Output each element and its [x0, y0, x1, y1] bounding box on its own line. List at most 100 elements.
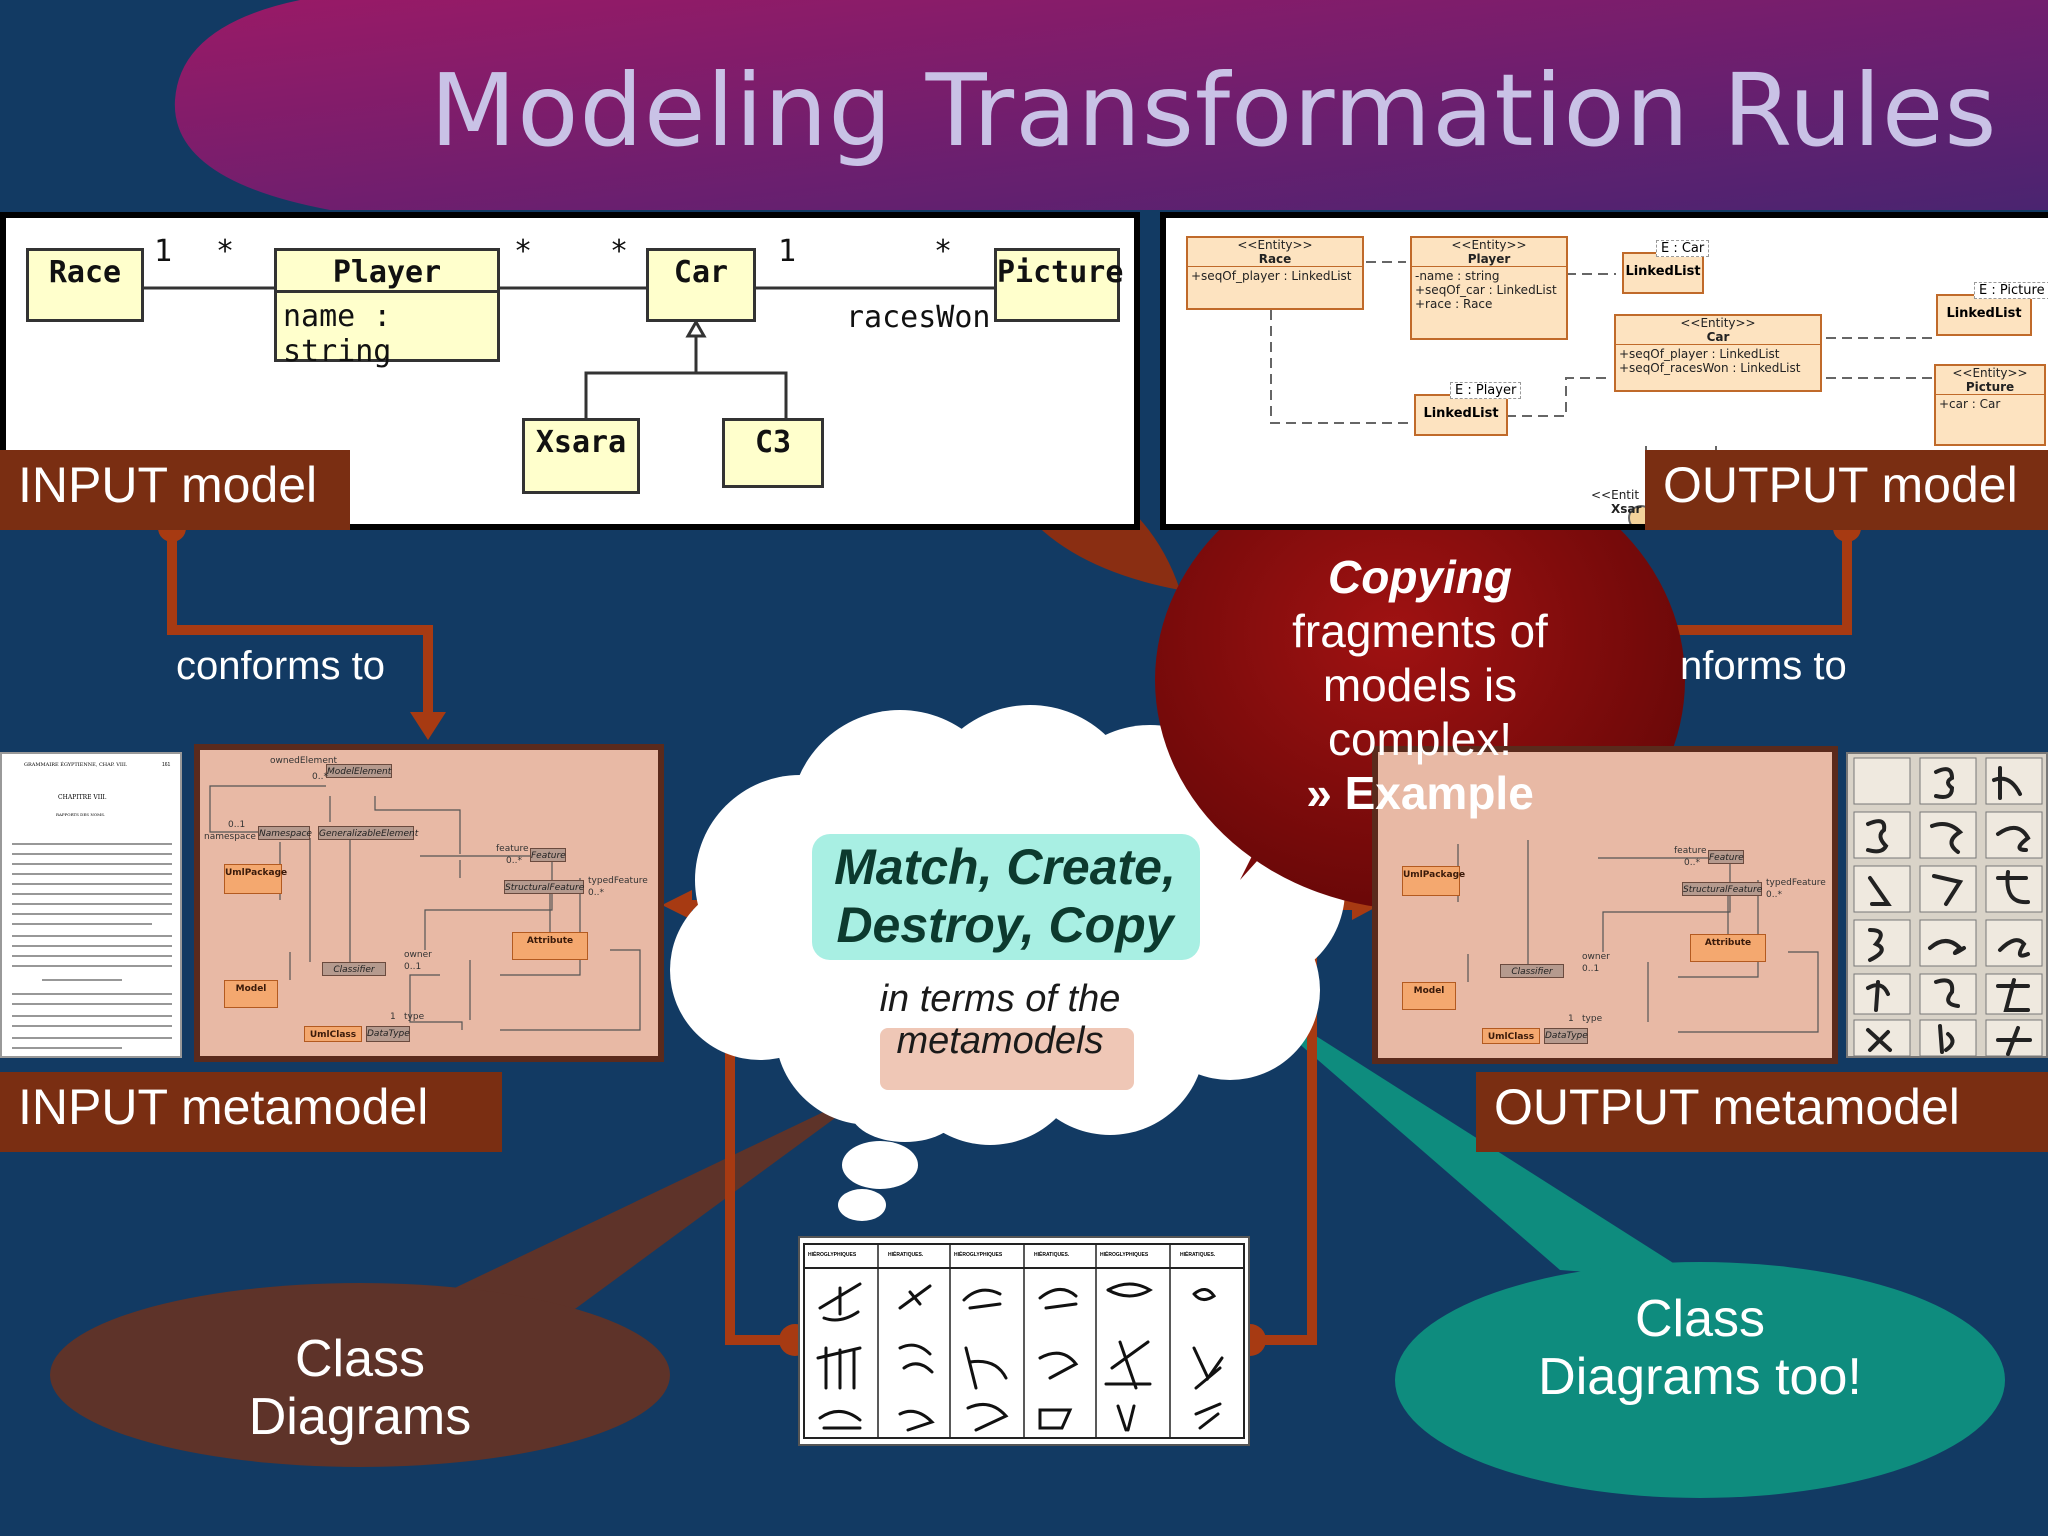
- mm-out-feature-mult: 0..*: [1684, 858, 1700, 868]
- cloud-main-text: Match, Create, Destroy, Copy: [800, 838, 1210, 954]
- cloud-main-line2: Destroy, Copy: [836, 897, 1174, 953]
- mm-type-mult: 1: [390, 1012, 396, 1022]
- grammar-page-number: 161: [162, 762, 171, 768]
- speech-bubble-text: Copying fragments of models is complex! …: [1190, 550, 1650, 820]
- mm-out-typed-feature: typedFeature: [1766, 878, 1826, 888]
- mm-typed-feature: typedFeature: [588, 876, 648, 886]
- speech-example-link[interactable]: » Example: [1306, 767, 1534, 819]
- speech-line-models: models is: [1322, 659, 1518, 711]
- mm-type-role: type: [404, 1012, 425, 1022]
- right-callout-line2: Diagrams too!: [1538, 1348, 1862, 1406]
- class-diagrams-callout: Class Diagrams: [160, 1330, 560, 1446]
- mm-out-classifier: Classifier: [1500, 964, 1564, 978]
- output-model-tag: OUTPUT model: [1645, 450, 2048, 530]
- car-class: Car: [646, 248, 756, 322]
- input-metamodel-lines: [209, 785, 641, 1031]
- cloud-sub-line1: in terms of the: [879, 978, 1121, 1020]
- hieroglyph-header-3: HIÉROGLYPHIQUES: [954, 1252, 1003, 1258]
- cloud-sub-text: in terms of the metamodels: [840, 978, 1160, 1062]
- mm-data-type: DataType: [366, 1026, 410, 1042]
- hieroglyph-header-6: HIÉRATIQUES.: [1180, 1252, 1216, 1258]
- output-metamodel-panel: Feature feature 0..* UmlPackage Structur…: [1372, 746, 1838, 1064]
- speech-line-complex: complex!: [1327, 713, 1513, 765]
- mm-out-owner: owner: [1582, 952, 1610, 962]
- mm-structural-feature: StructuralFeature: [504, 880, 584, 894]
- conforms-to-right: nforms to: [1680, 644, 1847, 688]
- mm-out-feature: Feature: [1708, 850, 1744, 864]
- mm-typed-mult: 0..*: [588, 888, 604, 898]
- grammar-page-text-lines: [12, 843, 172, 1049]
- grammar-page-image: GRAMMAIRE ÉGYPTIENNE, CHAP. VIII. 161 CH…: [0, 752, 182, 1058]
- hieroglyph-glyphs: [816, 1282, 1224, 1432]
- race-entity: <<Entity>> Race +seqOf_player : LinkedLi…: [1186, 236, 1364, 310]
- xsara-class: Xsara: [522, 418, 640, 494]
- car-multiplicity-star: *: [610, 234, 629, 269]
- handwritten-digits-grid: [1853, 757, 2043, 1056]
- cloud-sub-line2: metamodels: [896, 1020, 1104, 1062]
- mm-namespace: Namespace: [258, 826, 312, 840]
- mm-classifier: Classifier: [322, 962, 386, 976]
- speech-line-copying: Copying: [1328, 551, 1512, 603]
- mm-model: Model: [224, 980, 278, 1008]
- hieroglyph-header-2: HIÉRATIQUES.: [888, 1252, 924, 1258]
- mm-feature-role: feature: [496, 844, 529, 854]
- right-callout-line1: Class: [1634, 1290, 1766, 1348]
- linked-list-car-tag: E : Car: [1656, 240, 1710, 257]
- linked-list-player: LinkedList: [1414, 394, 1508, 436]
- picture-multiplicity-star: *: [934, 234, 953, 269]
- speech-line-fragments: fragments of: [1292, 605, 1548, 657]
- input-model-tag: INPUT model: [0, 450, 350, 530]
- xsara-entity-partial: <<Entit Xsar: [1591, 488, 1642, 516]
- mm-attribute: Attribute: [512, 932, 588, 960]
- mm-owner-mult: 0..1: [404, 962, 422, 972]
- picture-entity: <<Entity>> Picture +car : Car: [1934, 364, 2046, 446]
- mm-generalizable: GeneralizableElement: [318, 826, 418, 840]
- mm-owner: owner: [404, 950, 432, 960]
- mm-namespace-role: namespace: [204, 832, 256, 842]
- class-diagrams-too-callout: Class Diagrams too!: [1470, 1290, 1930, 1406]
- linked-list-car: LinkedList: [1622, 252, 1704, 294]
- picture-class: Picture: [994, 248, 1123, 322]
- hieroglyph-table-grid: [803, 1243, 1245, 1439]
- mm-out-feature-role: feature: [1674, 846, 1707, 856]
- race-multiplicity-star: *: [216, 234, 235, 269]
- mm-owned-element: ownedElement: [270, 756, 338, 766]
- mm-uml-class: UmlClass: [304, 1026, 362, 1042]
- mm-namespace-mult: 0..1: [228, 820, 246, 830]
- grammar-page-chapter: CHAPITRE VIII.: [58, 794, 107, 801]
- input-metamodel-panel: ModelElement ownedElement 0..* Namespace…: [194, 744, 664, 1062]
- mm-feature: Feature: [530, 848, 566, 862]
- linked-list-picture: LinkedList: [1936, 294, 2032, 336]
- mm-model-element: ModelElement: [326, 764, 392, 778]
- grammar-page-subtitle: RAPPORTS DES NOMS.: [56, 812, 106, 817]
- mm-out-structural-feature: StructuralFeature: [1682, 882, 1762, 896]
- car-multiplicity-one: 1: [778, 234, 797, 269]
- mm-out-model: Model: [1402, 982, 1456, 1010]
- hieroglyph-table-image: HIÉROGLYPHIQUES HIÉRATIQUES. HIÉROGLYPHI…: [798, 1236, 1250, 1446]
- mm-out-type-role: type: [1582, 1014, 1603, 1024]
- input-metamodel-tag: INPUT metamodel: [0, 1072, 502, 1152]
- handwritten-digits-image: [1846, 752, 2048, 1058]
- hieroglyph-header-5: HIÉROGLYPHIQUES: [1100, 1252, 1149, 1258]
- linked-list-player-tag: E : Player: [1450, 382, 1522, 399]
- slide-title: Modeling Transformation Rules: [430, 52, 1998, 169]
- cloud-main-line1: Match, Create,: [834, 839, 1176, 895]
- race-multiplicity-one: 1: [154, 234, 173, 269]
- car-entity: <<Entity>> Car +seqOf_player : LinkedLis…: [1614, 314, 1822, 392]
- conforms-to-left: conforms to: [176, 644, 385, 688]
- mm-out-typed-mult: 0..*: [1766, 890, 1782, 900]
- linked-list-picture-tag: E : Picture: [1974, 282, 2048, 299]
- mm-uml-package: UmlPackage: [224, 864, 287, 894]
- player-entity: <<Entity>> Player -name : string +seqOf_…: [1410, 236, 1568, 340]
- races-won-label: racesWon: [846, 300, 991, 335]
- hieroglyph-header-1: HIÉROGLYPHIQUES: [808, 1252, 857, 1258]
- mm-out-type-mult: 1: [1568, 1014, 1574, 1024]
- mm-out-data-type: DataType: [1544, 1028, 1588, 1044]
- mm-out-uml-package: UmlPackage: [1402, 866, 1465, 896]
- mm-feature-mult: 0..*: [506, 856, 522, 866]
- input-model-lines: [136, 286, 996, 418]
- left-callout-line1: Class: [294, 1330, 426, 1388]
- hieroglyph-header-4: HIÉRATIQUES.: [1034, 1252, 1070, 1258]
- left-callout-line2: Diagrams: [248, 1388, 472, 1446]
